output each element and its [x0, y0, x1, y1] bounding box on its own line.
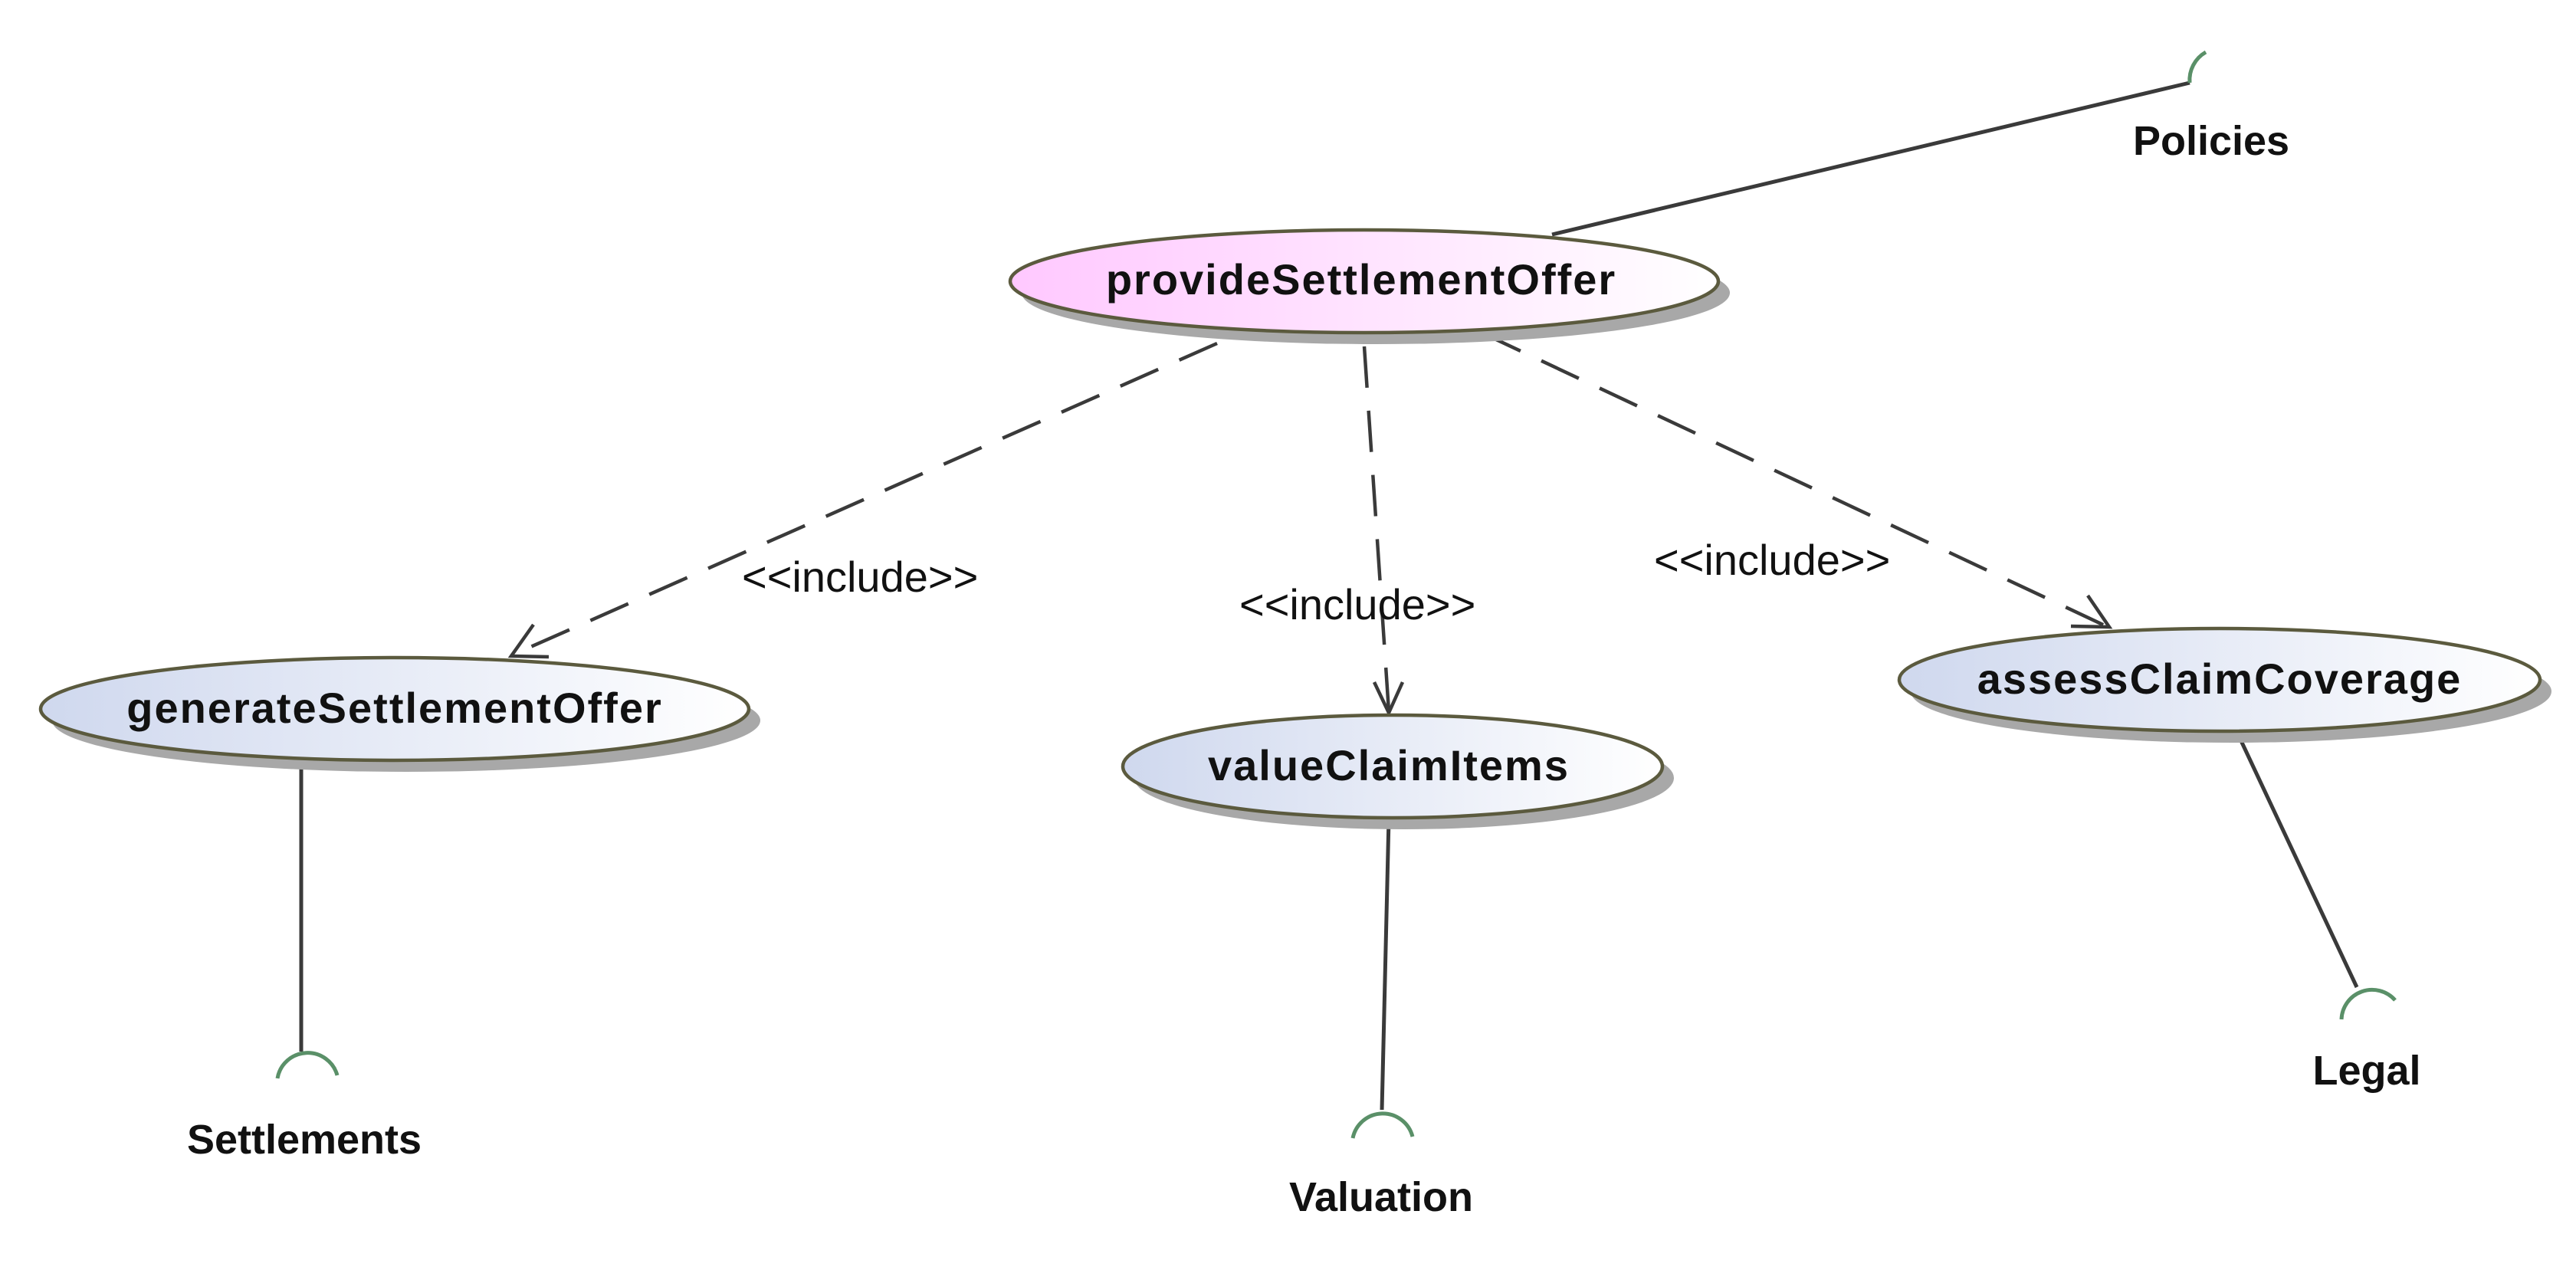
use-case-label: valueClaimItems: [1208, 741, 1570, 789]
settlements-socket-icon[interactable]: [275, 1051, 340, 1079]
interface-label-valuation: Valuation: [1289, 1174, 1473, 1220]
association-assess-legal[interactable]: [2236, 733, 2359, 989]
valuation-socket-icon[interactable]: [1350, 1111, 1415, 1139]
include-dependency-assess[interactable]: [1482, 331, 2113, 629]
use-case-assess-claim-coverage[interactable]: assessClaimCoverage: [1897, 626, 2551, 743]
use-case-label: provideSettlementOffer: [1106, 255, 1616, 304]
interface-label-policies: Policies: [2133, 118, 2289, 164]
use-case-generate-settlement-offer[interactable]: generateSettlementOffer: [38, 655, 760, 772]
policies-socket-icon[interactable]: [2187, 50, 2207, 84]
use-case-value-claim-items[interactable]: valueClaimItems: [1121, 713, 1674, 829]
include-label-assess: <<include>>: [1654, 536, 1890, 584]
association-provide-policies[interactable]: [1551, 80, 2190, 237]
include-dependency-generate[interactable]: [507, 341, 1218, 659]
use-case-label: assessClaimCoverage: [1977, 655, 2463, 703]
association-value-valuation[interactable]: [1380, 818, 1391, 1111]
include-label-value: <<include>>: [1239, 580, 1475, 628]
interface-label-settlements: Settlements: [187, 1117, 422, 1163]
use-case-label: generateSettlementOffer: [126, 684, 663, 732]
legal-socket-icon[interactable]: [2339, 987, 2397, 1020]
include-label-generate: <<include>>: [742, 553, 978, 601]
include-dependency-value[interactable]: [1362, 346, 1405, 717]
interface-label-legal: Legal: [2312, 1048, 2420, 1094]
use-case-provide-settlement-offer[interactable]: provideSettlementOffer: [1008, 228, 1730, 344]
